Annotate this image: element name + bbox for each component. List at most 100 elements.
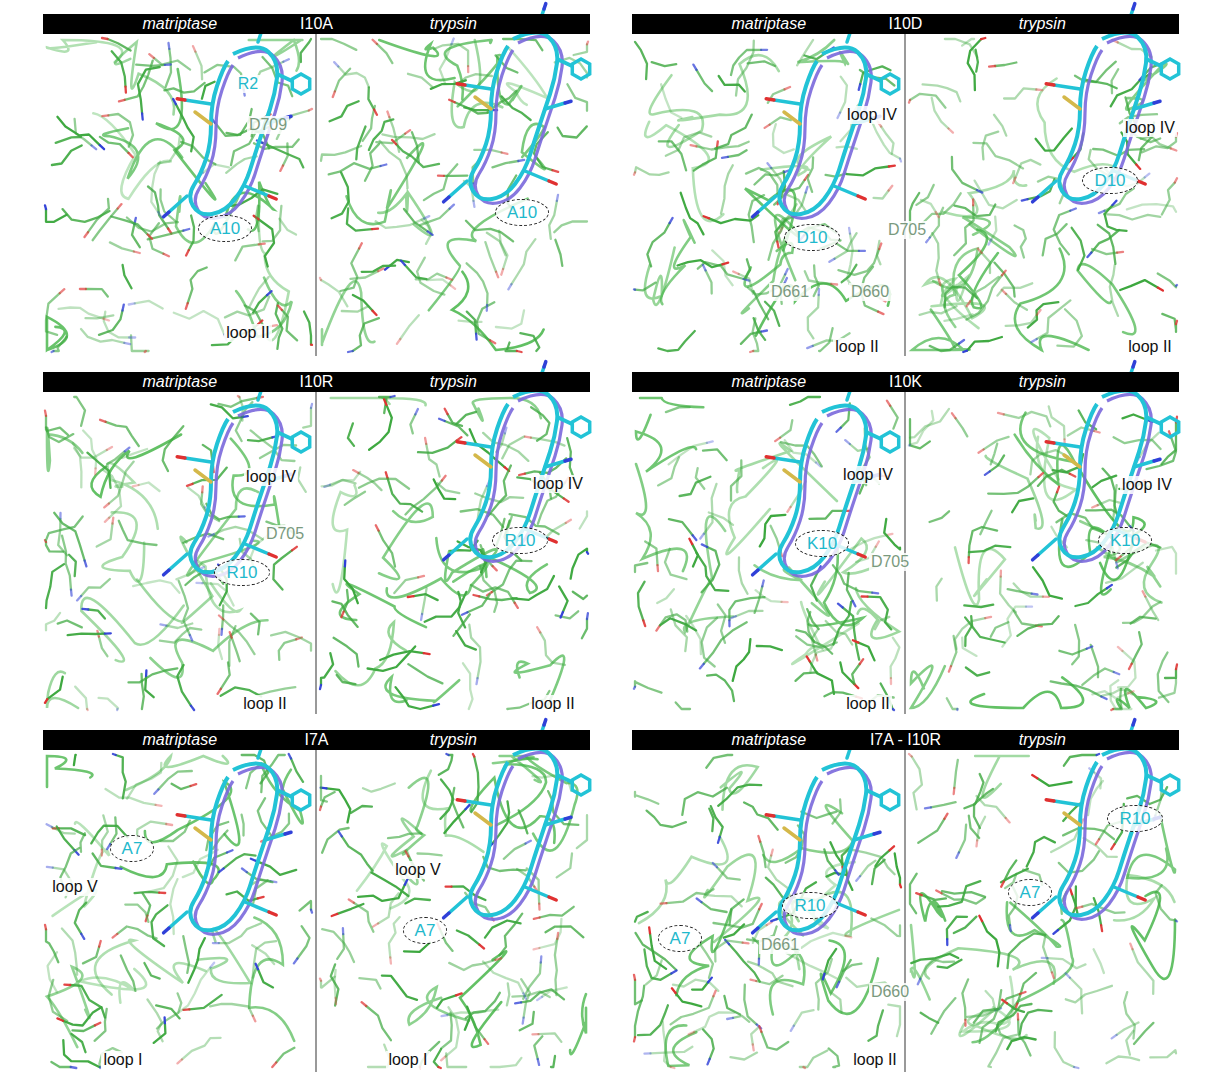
side-chain-stick [910,94,946,108]
side-chain-stick [1043,936,1052,972]
side-chain-stick [968,39,981,90]
side-chain-stick [829,1048,840,1067]
protease-name: trypsin [1019,14,1066,34]
side-chain-stick [380,141,408,188]
backbone-ribbon [925,948,1055,984]
side-chain-stick [46,542,63,552]
atom-tip [123,305,124,311]
atom-tip [334,998,337,1004]
atom-tip [159,891,165,894]
disulfide-bond [195,828,211,840]
side-chain-stick [555,939,557,995]
atom-tip [761,331,767,332]
atom-tip [858,554,865,557]
atom-tip [311,910,312,913]
side-chain-stick [921,1013,939,1023]
backbone-ribbon [911,666,945,708]
side-chain-stick [116,755,126,798]
atom-tip [887,401,890,406]
side-chain-stick [242,815,244,836]
side-chain-stick [1017,616,1058,636]
side-chain-stick [1142,137,1176,153]
atom-tip [634,172,635,174]
side-chain-stick [582,619,587,638]
side-chain-stick [635,986,644,1038]
atom-tip [52,351,54,352]
atom-tip [981,38,985,39]
atom-tip [392,140,396,144]
atom-tip [342,928,345,934]
side-chain-stick [833,565,872,593]
side-chain-stick [491,1058,522,1067]
side-chain-stick [414,594,438,600]
side-chain-stick [279,219,296,235]
atom-tip [64,983,70,986]
side-chain-stick [404,943,430,952]
atom-tip [477,678,478,684]
side-chain [245,902,269,912]
side-chain-stick [875,617,889,629]
atom-tip [1032,339,1037,342]
backbone-ribbon [249,918,294,1041]
side-chain [1146,417,1161,424]
side-chain-stick [995,63,1016,67]
disulfide-bond [475,97,491,109]
side-chain-stick [396,687,434,709]
side-chain-stick [706,755,732,768]
side-chain-stick [297,926,309,958]
side-chain-stick [676,702,690,709]
side-chain-stick [138,67,160,114]
atom-tip [876,542,879,547]
loop-label: loop IV [1123,119,1177,137]
side-chain-stick [669,443,707,465]
side-chain-stick [63,209,110,222]
atom-tip [320,807,321,811]
side-chain-stick [456,631,476,650]
side-chain-stick [1006,294,1027,310]
atom-tip [889,165,895,168]
atom-tip [722,263,728,265]
atom-tip [787,507,790,512]
side-chain [545,461,565,467]
side-chain-stick [256,206,259,231]
side-chain-stick [485,242,496,272]
backbone-ribbon [408,987,469,1025]
atom-tip [1175,178,1177,182]
atom-tip [486,305,489,311]
side-chain-stick [847,167,889,176]
atom-tip [99,941,101,947]
side-chain-stick [496,310,524,328]
side-chain-stick [506,343,517,352]
atom-tip [415,409,418,414]
side-chain-stick [831,992,842,1012]
side-chain-stick [135,301,163,309]
residue-label: D660 [869,983,911,1001]
atom-tip [1032,592,1038,595]
atom-tip [1070,889,1072,895]
side-chain-stick [300,901,312,911]
atom-tip [450,285,455,289]
side-chain-stick [871,919,900,937]
side-chain-stick [388,478,423,512]
side-chain-stick [715,941,743,962]
atom-tip [1107,585,1112,588]
backbone-ribbon [53,822,110,916]
side-chain-stick [744,985,756,1025]
side-chain-stick [121,956,136,991]
atom-tip [145,351,146,352]
atom-tip [1092,505,1098,507]
atom-tip [1101,925,1102,931]
side-chain-stick [49,980,67,1021]
backbone-ribbon [745,243,793,287]
atom-tip [449,100,455,102]
loop-label: loop II [241,695,289,713]
atom-tip [285,832,291,834]
side-chain-stick [458,74,492,84]
backbone-ribbon [387,563,488,597]
side-chain-stick [696,553,728,591]
side-chain [465,443,491,447]
side-chain-stick [667,889,714,903]
side-chain-stick [731,50,761,75]
side-chain-stick [1054,492,1068,516]
side-chain [834,186,858,196]
